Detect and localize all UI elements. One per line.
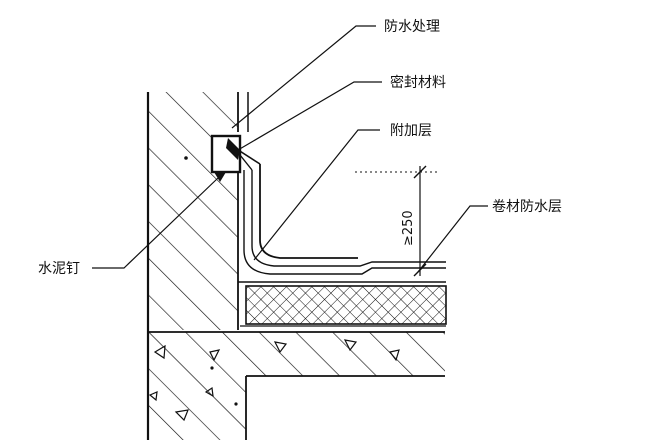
label-waterproof-treatment: 防水处理	[384, 19, 440, 35]
roof-slab	[148, 156, 445, 440]
aggregate-dots	[184, 156, 238, 406]
dimension-line	[355, 165, 438, 277]
label-sealing-material: 密封材料	[390, 74, 446, 91]
aggregate-marks	[148, 339, 400, 422]
dimension-label: ≥250	[401, 210, 416, 246]
label-cement-nail: 水泥钉	[38, 261, 80, 277]
leader-lines	[92, 25, 488, 273]
label-roll-waterproof-layer: 卷材防水层	[492, 199, 562, 215]
label-additional-layer: 附加层	[390, 123, 432, 139]
insulation-layer	[240, 285, 447, 327]
sealing-termination-block	[210, 134, 242, 182]
